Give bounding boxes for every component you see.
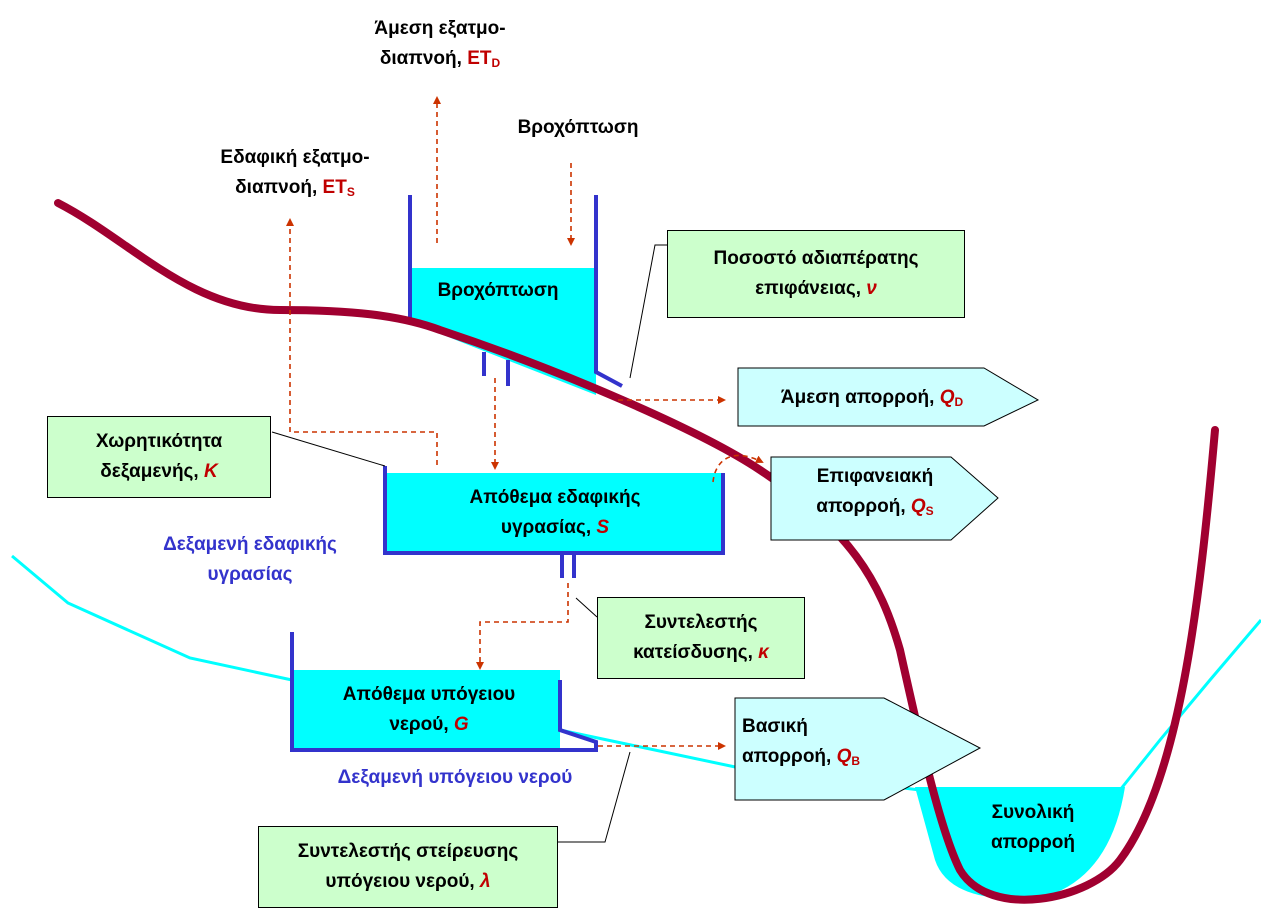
total-runoff-line1: Συνολική xyxy=(991,802,1075,823)
total-runoff-label: Συνολική απορροή xyxy=(968,798,1098,858)
surface-runoff-symbol: Q xyxy=(910,496,926,517)
soil-tank-line1: Απόθεμα εδαφικής xyxy=(469,487,641,508)
tank-capacity-box: Χωρητικότητα δεξαμενής, K xyxy=(47,416,271,498)
surface-runoff-label: Επιφανειακή απορροή, QS xyxy=(775,462,975,526)
recession-leader xyxy=(558,751,631,843)
impervious-fraction-box: Ποσοστό αδιαπέρατης επιφάνειας, ν xyxy=(667,230,965,318)
direct-runoff-shape xyxy=(737,367,1040,427)
direct-runoff-subscript: D xyxy=(954,395,964,409)
soil-et-label: Εδαφική εξατμο- διαπνοή, ETS xyxy=(185,143,405,207)
recession-line1: Συντελεστής στείρευσης xyxy=(297,841,519,862)
percolation-line2: κατείσδυσης, xyxy=(633,642,759,663)
soil-tank-line2: υγρασίας, xyxy=(500,517,597,538)
ground-tank-symbol: G xyxy=(453,714,469,735)
direct-et-line2: διαπνοή, xyxy=(379,48,468,69)
soil-tank-name-line2: υγρασίας xyxy=(207,564,293,585)
ground-tank-line2: νερού, xyxy=(389,714,454,735)
soil-tank-outlets xyxy=(560,553,576,578)
capacity-line1: Χωρητικότητα xyxy=(95,431,223,452)
percolation-symbol: κ xyxy=(758,642,769,663)
soil-tank-water xyxy=(385,473,723,553)
soil-et-arrow xyxy=(286,218,438,465)
surface-runoff-arrow xyxy=(712,454,764,483)
capacity-symbol: K xyxy=(203,461,218,482)
soil-et-symbol: ET xyxy=(322,177,347,198)
total-runoff-line2: απορροή xyxy=(990,832,1076,853)
surface-runoff-subscript: S xyxy=(925,504,934,518)
percolation-line1: Συντελεστής xyxy=(644,612,758,633)
surface-runoff-shape xyxy=(770,456,999,541)
ground-tank-label: Απόθεμα υπόγειου νερού, G xyxy=(300,680,558,740)
soil-et-subscript: S xyxy=(346,185,355,199)
impervious-line2: επιφάνειας, xyxy=(755,278,867,299)
surface-tank-label: Βροχόπτωση xyxy=(437,280,559,301)
recession-symbol: λ xyxy=(480,871,491,892)
soil-et-line1: Εδαφική εξατμο- xyxy=(220,147,370,168)
percolation-arrow xyxy=(476,583,569,670)
channel-water xyxy=(915,787,1125,899)
base-runoff-subscript: B xyxy=(851,754,861,768)
impervious-leader xyxy=(629,244,667,379)
soil-tank-name: Δεξαμενή εδαφικής υγρασίας xyxy=(130,530,370,590)
soil-tank-walls xyxy=(383,466,725,555)
soil-tank-label: Απόθεμα εδαφικής υγρασίας, S xyxy=(400,483,710,543)
terrain-line xyxy=(54,199,1219,904)
soil-et-line2: διαπνοή, xyxy=(235,177,323,198)
base-runoff-label: Βασική απορροή, QB xyxy=(742,712,912,776)
soil-tank-name-line1: Δεξαμενή εδαφικής xyxy=(163,534,337,555)
direct-et-symbol: ET xyxy=(467,48,492,69)
direct-et-label: Άμεση εξατμο- διαπνοή, ETD xyxy=(330,14,550,78)
direct-runoff-symbol: Q xyxy=(939,387,955,408)
ground-tank-line1: Απόθεμα υπόγειου xyxy=(342,684,516,705)
base-runoff-symbol: Q xyxy=(836,746,852,767)
ground-tank-water xyxy=(292,670,560,750)
capacity-line2: δεξαμενής, xyxy=(100,461,204,482)
impervious-line1: Ποσοστό αδιαπέρατης xyxy=(713,248,919,269)
recession-coefficient-box: Συντελεστής στείρευσης υπόγειου νερού, λ xyxy=(258,826,558,908)
ground-tank-name: Δεξαμενή υπόγειου νερού xyxy=(337,767,573,788)
direct-runoff-text: Άμεση απορροή, xyxy=(780,387,940,408)
percolation-coefficient-box: Συντελεστής κατείσδυσης, κ xyxy=(597,597,805,679)
direct-et-subscript: D xyxy=(491,56,501,70)
direct-runoff-label: Άμεση απορροή, QD xyxy=(742,383,1002,417)
surface-runoff-line2: απορροή, xyxy=(816,496,911,517)
soil-tank-symbol: S xyxy=(596,517,610,538)
base-runoff-line1: Βασική xyxy=(742,716,808,737)
recession-line2: υπόγειου νερού, xyxy=(325,871,480,892)
surface-runoff-line1: Επιφανειακή xyxy=(816,466,934,487)
surface-tank-outlets xyxy=(482,352,510,386)
ground-tank-walls xyxy=(290,632,598,752)
base-runoff-line2: απορροή, xyxy=(742,746,837,767)
surface-tank-walls xyxy=(408,195,623,388)
direct-et-line1: Άμεση εξατμο- xyxy=(374,18,506,39)
impervious-symbol: ν xyxy=(866,278,877,299)
rainfall-label: Βροχόπτωση xyxy=(517,117,639,138)
capacity-leader xyxy=(271,431,386,467)
percolation-leader xyxy=(575,597,598,618)
surface-tank-water xyxy=(410,268,596,395)
base-runoff-shape xyxy=(734,697,982,801)
